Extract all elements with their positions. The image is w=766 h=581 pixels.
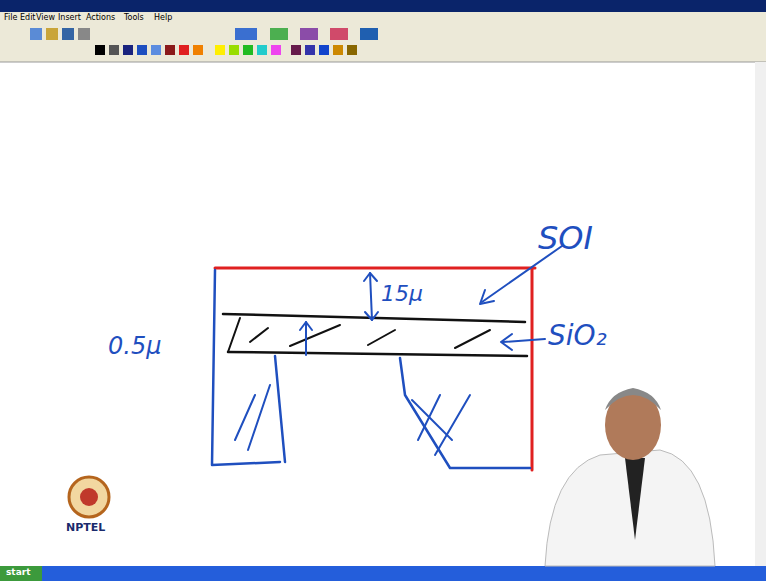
start-button	[0, 566, 42, 581]
menu-item: Tools	[124, 14, 144, 22]
menu-item: File	[4, 14, 17, 22]
toolbar	[0, 12, 766, 62]
taskbar	[0, 566, 766, 581]
menu-item: Actions	[86, 14, 115, 22]
title-bar	[0, 0, 766, 12]
tool-icons	[30, 28, 378, 40]
menu-item: View	[36, 14, 55, 22]
soi-membrane-sketch	[212, 246, 562, 470]
layer-label: SiO₂	[548, 322, 607, 350]
logo-text: NPTEL	[66, 522, 105, 533]
color-palette	[95, 45, 357, 55]
nptel-logo	[69, 477, 109, 517]
menu-item: Insert	[58, 14, 81, 22]
menu-item: Edit	[20, 14, 36, 22]
menu-item: Help	[154, 14, 172, 22]
dimension-label: 0.5μ	[108, 334, 161, 358]
dimension-label: 15μ	[381, 283, 423, 305]
scrollbar	[755, 62, 766, 566]
lecturer	[545, 388, 715, 566]
start-label: start	[6, 568, 30, 577]
layer-label: SOI	[538, 222, 593, 254]
